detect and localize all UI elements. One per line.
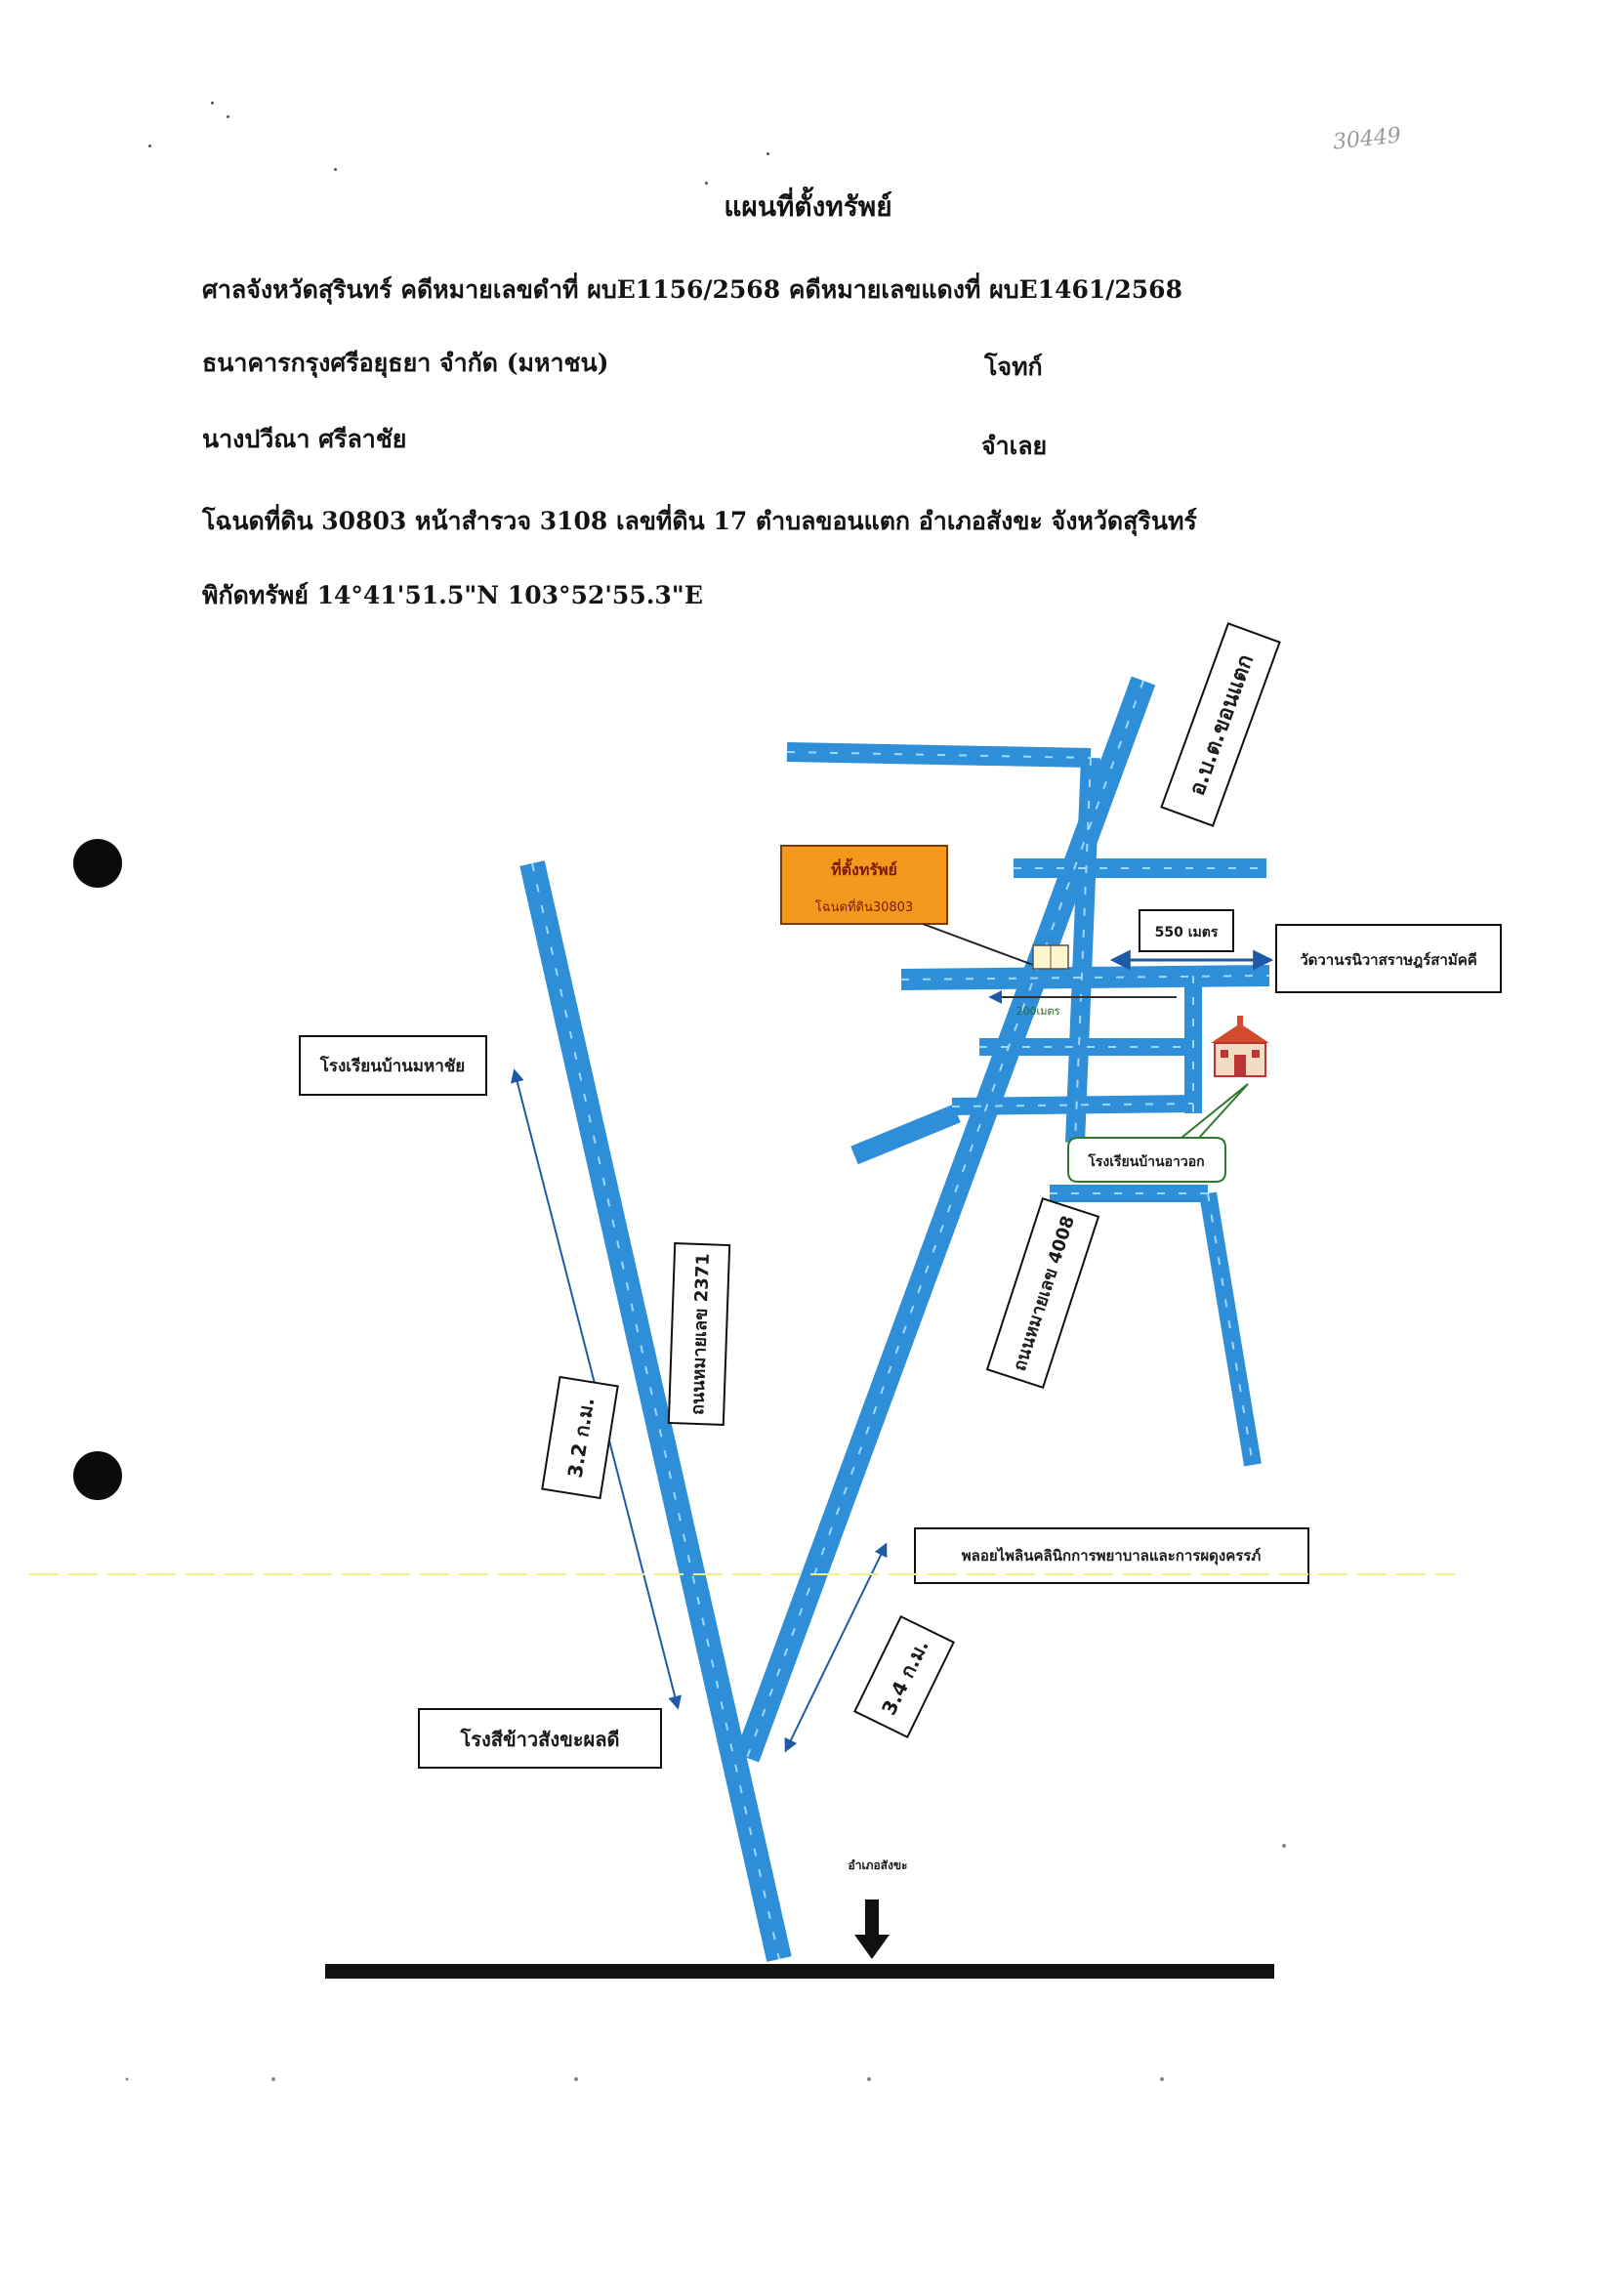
distance-200m: 200เมตร [988,990,1177,1018]
svg-text:โรงเรียนบ้านอาวอก: โรงเรียนบ้านอาวอก [1087,1152,1204,1170]
svg-text:550 เมตร: 550 เมตร [1155,925,1219,940]
scan-speck [211,102,214,104]
svg-text:พลอยไพลินคลินิกการพยาบาลและการ: พลอยไพลินคลินิกการพยาบาลและการผดุงครรภ์ [962,1546,1262,1565]
road-sw-spur [850,1104,961,1165]
road-2371-label: ถนนหมายเลข 2371 [667,1242,731,1426]
road-vertical-center [1065,757,1100,1144]
distance-550m: 550 เมตร [1109,909,1274,971]
road-4008-label: ถนนหมายเลข 4008 [985,1196,1100,1390]
binder-hole-top [73,839,122,888]
sangkha-district-label: อำเภอสังขะ [849,1858,908,1872]
school-building-icon [1211,1016,1269,1077]
svg-text:200เมตร: 200เมตร [1015,1005,1059,1018]
scan-speck [334,168,337,171]
scan-speck [227,115,229,118]
property-callout: ที่ตั้งทรัพย์ โฉนดที่ดิน30803 [780,845,1034,966]
defendant-role: จำเลย [981,432,1048,460]
scan-speck [148,145,151,147]
distance-3-4km-arrow [784,1542,888,1753]
district-office-label: อ.บ.ต.ขอนแตก [1160,622,1281,827]
property-callout-deed: โฉนดที่ดิน30803 [815,898,913,915]
scan-speck [767,152,769,155]
svg-text:โรงเรียนบ้านมหาชัย: โรงเรียนบ้านมหาชัย [319,1056,466,1076]
binder-hole-bottom [73,1451,122,1500]
plaintiff-role: โจทก์ [984,353,1043,381]
road-southeast [1199,1191,1262,1467]
main-highway [325,1964,1274,1979]
scan-dots [125,1844,1286,2081]
distance-3-4km-label: 3.4 ก.ม. [853,1614,955,1739]
school-maha-chai-label: โรงเรียนบ้านมหาชัย [299,1035,487,1096]
school-ban-ao-callout: โรงเรียนบ้านอาวอก [1067,1083,1249,1183]
scan-speck [705,182,708,185]
temple-label: วัดวานรนิวาสราษฎร์สามัคคี [1275,924,1502,993]
down-arrow-icon [854,1899,890,1959]
distance-3-2km-label: 3.2 ก.ม. [541,1375,619,1500]
court-case-line: ศาลจังหวัดสุรินทร์ คดีหมายเลขดำที่ ผบE11… [202,275,1182,304]
plaintiff-name: ธนาคารกรุงศรีอยุธยา จำกัด (มหาชน) [202,349,609,377]
land-deed-line: โฉนดที่ดิน 30803 หน้าสำรวจ 3108 เลขที่ดิ… [202,507,1197,535]
svg-text:โรงสีข้าวสังขะผลดี: โรงสีข้าวสังขะผลดี [460,1728,620,1751]
defendant-name: นางปวีณา ศรีลาชัย [202,425,407,453]
page-title: แผนที่ตั้งทรัพย์ [724,190,892,223]
svg-text:วัดวานรนิวาสราษฎร์สามัคคี: วัดวานรนิวาสราษฎร์สามัคคี [1300,951,1477,969]
rice-mill-label: โรงสีข้าวสังขะผลดี [418,1708,662,1769]
coordinates-line: พิกัดทรัพย์ 14°41'51.5"N 103°52'55.3"E [202,581,703,609]
property-callout-title: ที่ตั้งทรัพย์ [831,857,897,879]
road-main-crossing [900,965,1270,990]
